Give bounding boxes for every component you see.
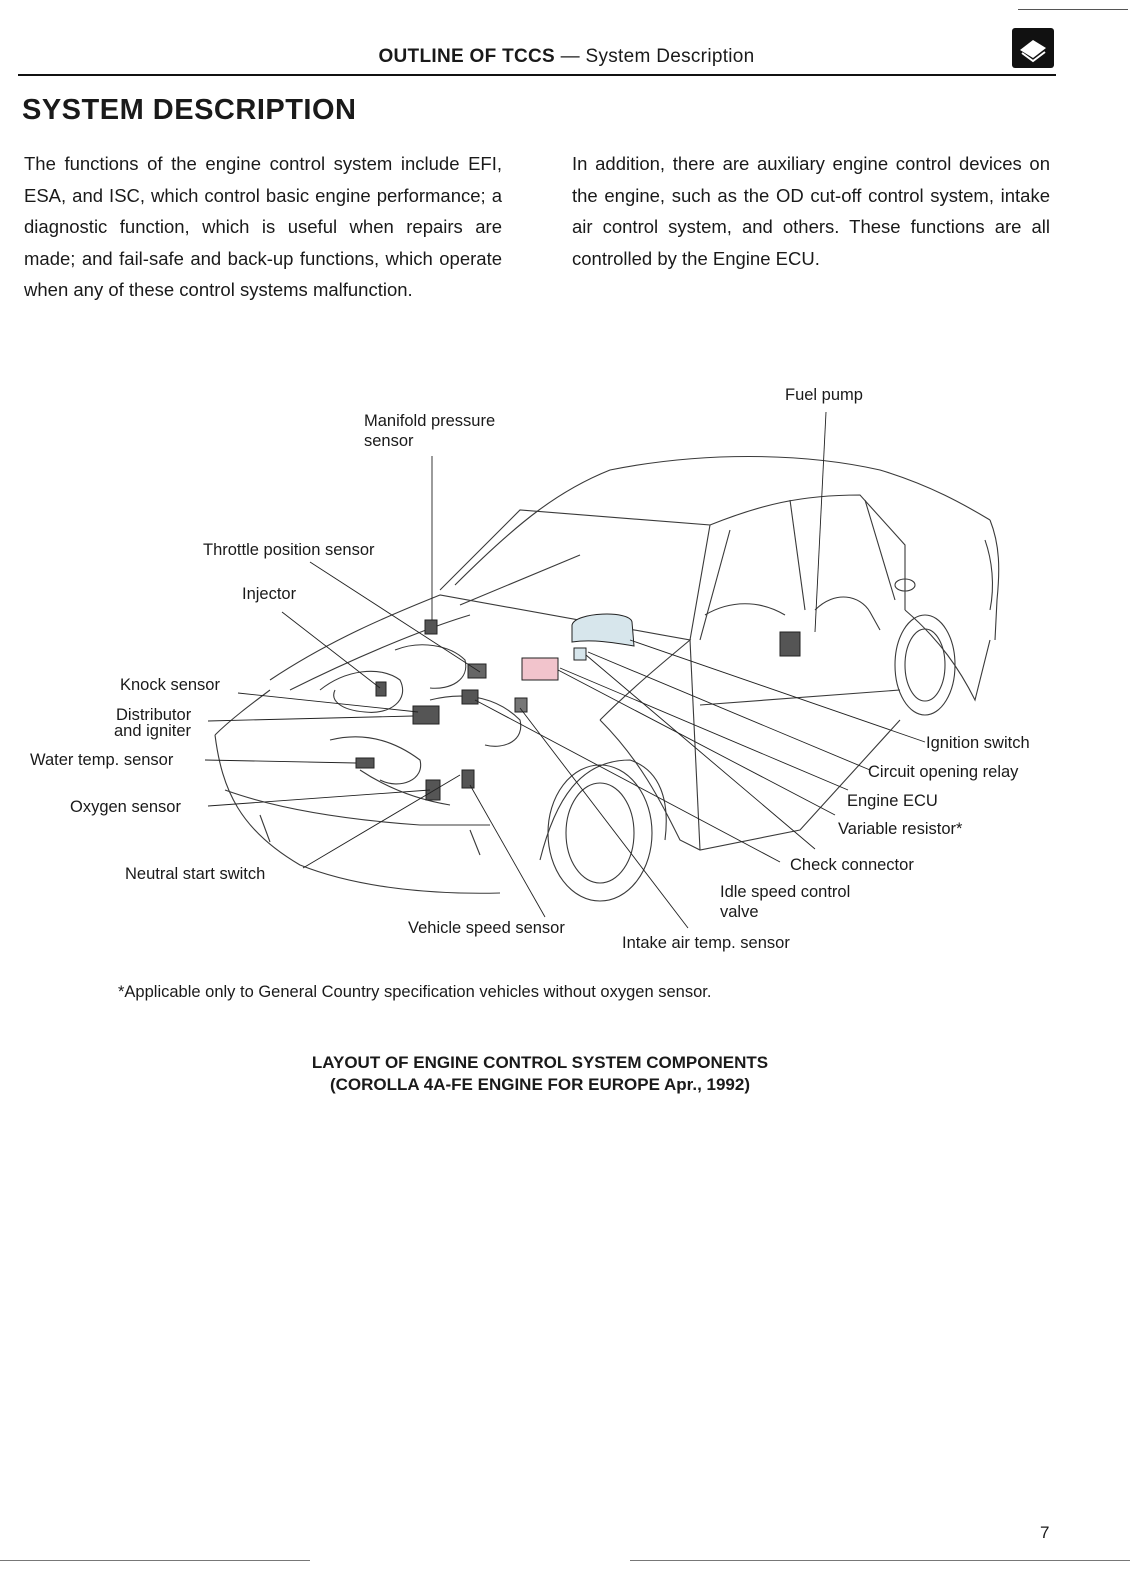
book-icon-glyph — [1020, 40, 1046, 63]
header-title-bold: OUTLINE OF TCCS — [378, 46, 556, 67]
figure-caption: LAYOUT OF ENGINE CONTROL SYSTEM COMPONEN… — [0, 1052, 1080, 1096]
label-manifold-pressure-line1: Manifold pressure — [364, 412, 496, 430]
combination-meter — [571, 613, 635, 647]
page-header-title: OUTLINE OF TCCS — System Description — [0, 46, 1133, 68]
book-icon — [1012, 28, 1054, 68]
intake-air-part — [514, 697, 528, 713]
label-neutral-start-switch: Neutral start switch — [125, 865, 266, 883]
fuel-pump-part — [779, 631, 801, 657]
label-knock-sensor: Knock sensor — [120, 676, 220, 694]
label-manifold-pressure-line2: sensor — [364, 432, 414, 450]
engine-components — [355, 613, 801, 801]
intro-paragraph-right: In addition, there are auxiliary engine … — [572, 153, 1050, 269]
label-fuel-pump: Fuel pump — [785, 386, 863, 404]
footnote: *Applicable only to General Country spec… — [118, 983, 712, 1001]
leader-lines — [204, 411, 926, 929]
label-idle-speed-control-line1: Idle speed control — [720, 883, 851, 901]
car-outline — [214, 455, 1000, 902]
label-oxygen-sensor: Oxygen sensor — [70, 798, 181, 816]
label-variable-resistor: Variable resistor* — [838, 820, 963, 838]
injector-part — [375, 681, 387, 697]
header-top-rule — [1018, 9, 1128, 10]
header-title-rest: — System Description — [555, 46, 755, 67]
distributor-part — [412, 705, 440, 725]
bottom-rule-right — [630, 1560, 1130, 1561]
label-check-connector: Check connector — [790, 856, 914, 874]
caption-line2: (COROLLA 4A-FE ENGINE FOR EUROPE Apr., 1… — [329, 1075, 751, 1094]
header-rule — [18, 74, 1056, 76]
label-intake-air-temp-sensor: Intake air temp. sensor — [622, 934, 790, 952]
manifold-sensor-part — [424, 619, 438, 635]
label-water-temp-sensor: Water temp. sensor — [30, 751, 174, 769]
section-heading: SYSTEM DESCRIPTION — [22, 94, 357, 126]
engine-ecu-box — [521, 657, 559, 681]
vehicle-speed-part — [461, 769, 475, 789]
label-distributor-line2: and igniter — [114, 722, 192, 740]
label-ignition-switch: Ignition switch — [926, 734, 1030, 752]
caption-line1: LAYOUT OF ENGINE CONTROL SYSTEM COMPONEN… — [311, 1053, 769, 1072]
intro-paragraph-left: The functions of the engine control syst… — [24, 153, 502, 300]
water-temp-part — [355, 757, 375, 769]
label-injector: Injector — [242, 585, 297, 603]
label-circuit-opening-relay: Circuit opening relay — [868, 763, 1019, 781]
idle-speed-valve-part — [461, 689, 479, 705]
label-throttle-position-sensor: Throttle position sensor — [203, 541, 375, 559]
page-number: 7 — [1040, 1523, 1050, 1542]
label-vehicle-speed-sensor: Vehicle speed sensor — [408, 919, 565, 937]
label-idle-speed-control-line2: valve — [720, 903, 759, 921]
label-engine-ecu: Engine ECU — [847, 792, 938, 810]
label-distributor-line1: Distributor — [116, 706, 192, 724]
bottom-rule-left — [0, 1560, 310, 1561]
check-connector-part — [573, 647, 587, 661]
